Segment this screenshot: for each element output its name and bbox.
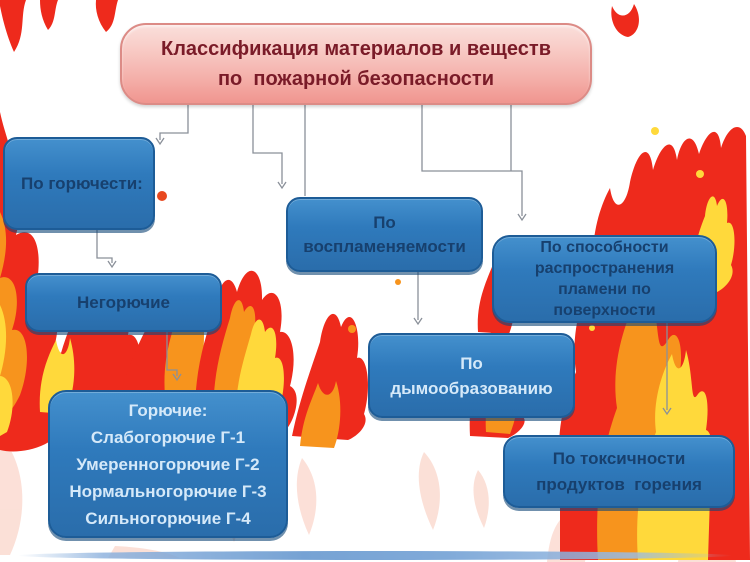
arrowhead — [107, 260, 117, 269]
combustible-item: Нормальногорючие Г-3 — [69, 481, 267, 501]
box-toxicity: По токсичности продуктов горения — [503, 435, 735, 508]
box-label: пламени по — [558, 281, 651, 298]
box-label: воспламеняемости — [303, 236, 466, 256]
title-line-1: Классификация материалов и веществ — [161, 38, 551, 60]
combustible-item: Слабогорючие Г-1 — [90, 427, 246, 447]
box-label: По способности — [540, 239, 669, 256]
box-label: Горючие: — [128, 400, 208, 420]
box-label: Негорючие — [76, 292, 170, 312]
combustible-item: Умеренногорючие Г-2 — [76, 454, 260, 474]
arrowhead — [155, 137, 165, 146]
box-ignitability: По воспламеняемости — [286, 197, 483, 272]
arrowhead — [172, 373, 182, 382]
connector-title-to-flame-spread — [421, 105, 523, 216]
box-label: продуктов горения — [536, 474, 702, 494]
box-flame-spread: По способности распространения пламени п… — [492, 235, 717, 323]
connector-noncombustible-to-combustible — [166, 332, 178, 376]
connector-title-to-ignitability — [252, 105, 283, 184]
bottom-shadow-bar — [18, 551, 732, 560]
box-label: По — [373, 212, 396, 232]
box-label: поверхности — [553, 302, 656, 319]
box-label: дымообразованию — [390, 378, 553, 398]
box-label: По горючести: — [21, 173, 143, 193]
connector-title-to-combustibility — [159, 105, 189, 140]
box-non-combustible: Негорючие — [25, 273, 222, 332]
arrowhead — [413, 317, 423, 326]
arrowhead — [662, 407, 672, 416]
box-combustibility-category: По горючести: — [3, 137, 155, 230]
box-label: распространения — [534, 260, 675, 277]
arrowhead — [517, 213, 527, 222]
connector-combustibility-to-noncombustible — [96, 230, 113, 263]
arrowhead — [277, 181, 287, 190]
box-combustible-types: Горючие: Слабогорючие Г-1 Умеренногорючи… — [48, 390, 288, 538]
box-smoke-formation: По дымообразованию — [368, 333, 575, 418]
title-line-2: по пожарной безопасности — [217, 68, 495, 90]
box-label: По — [460, 353, 483, 373]
box-label: По токсичности — [552, 448, 686, 468]
combustible-item: Сильногорючие Г-4 — [85, 508, 251, 528]
title-box: Классификация материалов и веществ по по… — [120, 23, 592, 105]
